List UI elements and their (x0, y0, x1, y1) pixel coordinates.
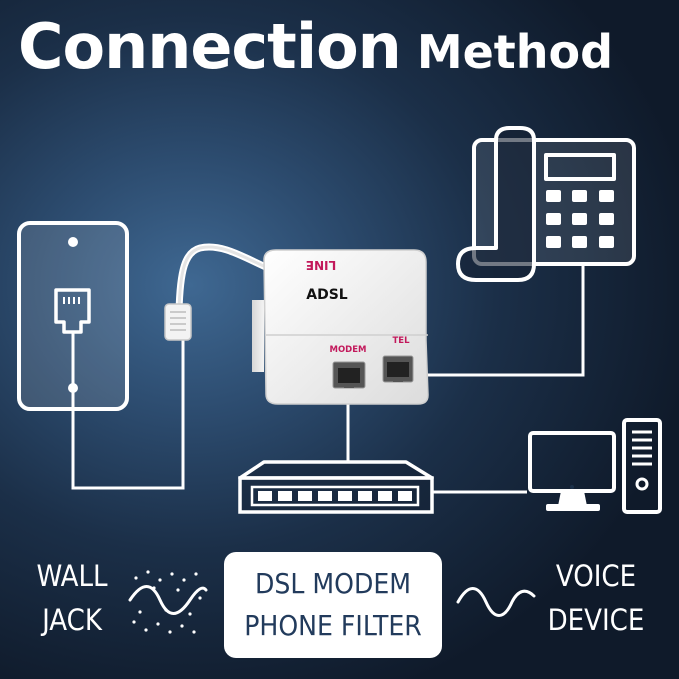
title-sub: Method (416, 25, 614, 79)
clean-wave-icon (456, 587, 536, 617)
adsl-splitter: LINE ADSL MODEM TEL (252, 249, 429, 405)
network-switch-icon (238, 460, 434, 514)
center-label-line2: PHONE FILTER (244, 609, 422, 642)
modem-port (332, 361, 366, 389)
computer-monitor-icon (528, 431, 616, 511)
wall-jack-label-line2: JACK (42, 603, 102, 637)
wall-jack-label-line1: WALL (36, 559, 108, 593)
connection-lines (71, 262, 585, 494)
page-title: Connection Method (18, 10, 613, 83)
voice-device-label-line1: VOICE (555, 559, 637, 593)
dsl-filter-label-box: DSL MODEM PHONE FILTER (224, 552, 442, 658)
wall-jack-label: WALL JACK (22, 554, 122, 642)
splitter-modem-label: MODEM (329, 345, 366, 355)
computer-tower-icon (622, 418, 662, 514)
title-main: Connection (18, 10, 402, 83)
splitter-product-label: ADSL (306, 287, 348, 303)
voice-device-label-line2: DEVICE (547, 603, 645, 637)
tel-port (382, 355, 414, 383)
splitter-line-label: LINE (306, 258, 336, 272)
rj11-plug (164, 303, 192, 341)
telephone-icon (456, 126, 636, 282)
noisy-wave-icon (128, 570, 208, 634)
center-label-line1: DSL MODEM (254, 567, 412, 600)
voice-device-label: VOICE DEVICE (540, 554, 652, 642)
splitter-tel-label: TEL (392, 336, 410, 346)
